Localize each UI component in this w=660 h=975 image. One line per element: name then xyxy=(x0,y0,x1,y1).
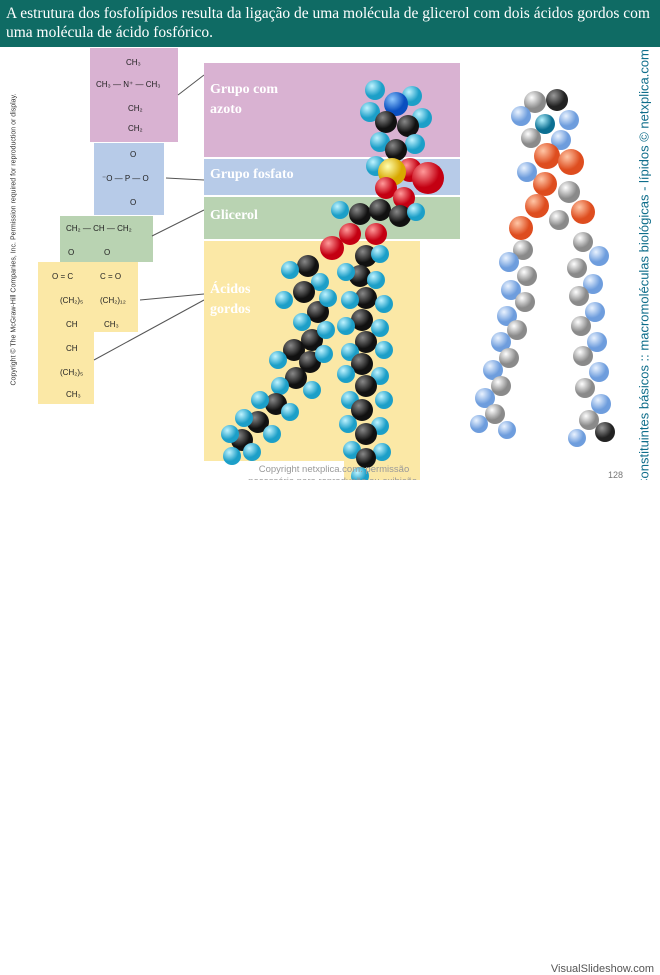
fatty-left-b: CH xyxy=(66,320,78,329)
footer: VisualSlideshow.com xyxy=(0,480,660,975)
fatty-acid-box-right xyxy=(94,262,138,332)
phosphate-o-top: O xyxy=(130,150,137,159)
ch3-top: CH₃ xyxy=(126,58,141,67)
phosphate-o-bottom: O xyxy=(130,198,137,207)
footer-brand[interactable]: VisualSlideshow.com xyxy=(550,963,654,975)
fatty-right-b: CH₃ xyxy=(104,320,119,329)
watermark-line-1: Copyright netxplica.com: permissão xyxy=(258,464,410,475)
connector-lines xyxy=(93,74,205,361)
label-nitrogen-group: Grupo com azoto xyxy=(210,82,279,117)
choline-ch2-b: CH₂ xyxy=(128,124,143,133)
phosphate-box xyxy=(94,143,164,215)
ch3-n-ch3: CH₃ — N⁺ — CH₃ xyxy=(96,80,161,89)
fatty-left-e: CH₃ xyxy=(66,390,81,399)
fatty-right-c: C = O xyxy=(100,272,122,281)
phosphate-line: ⁻O — P — O xyxy=(102,174,149,183)
glycerol-line: CH₂ — CH — CH₂ xyxy=(66,224,132,233)
fatty-left-c2: CH xyxy=(66,344,78,353)
choline-box xyxy=(90,48,178,142)
fatty-right-a: (CH₂)₁₂ xyxy=(100,296,126,305)
title-bar: A estrutura dos fosfolípidos resulta da … xyxy=(0,0,660,47)
page-number: 128 xyxy=(608,470,624,480)
space-filling-model-right xyxy=(470,89,615,447)
label-glycerol: Glicerol xyxy=(210,208,258,223)
label-phosphate-group: Grupo fosfato xyxy=(210,167,294,182)
choline-ch2-a: CH₂ xyxy=(128,104,143,113)
fatty-right-o: O xyxy=(104,248,111,257)
space-filling-model-center xyxy=(221,80,444,485)
slide-title: A estrutura dos fosfolípidos resulta da … xyxy=(6,5,650,41)
fatty-acid-box-left xyxy=(38,262,94,404)
fatty-left-d: (CH₂)₅ xyxy=(60,368,84,377)
side-caption: Constituintes básicos :: macromoléculas … xyxy=(636,49,652,488)
glycerol-box xyxy=(60,216,153,262)
label-fatty-acids: Ácidos gordos xyxy=(210,282,251,317)
fatty-left-o: O xyxy=(68,248,75,257)
fatty-left-a: (CH₂)₅ xyxy=(60,296,84,305)
fatty-left-c: O = C xyxy=(52,272,74,281)
